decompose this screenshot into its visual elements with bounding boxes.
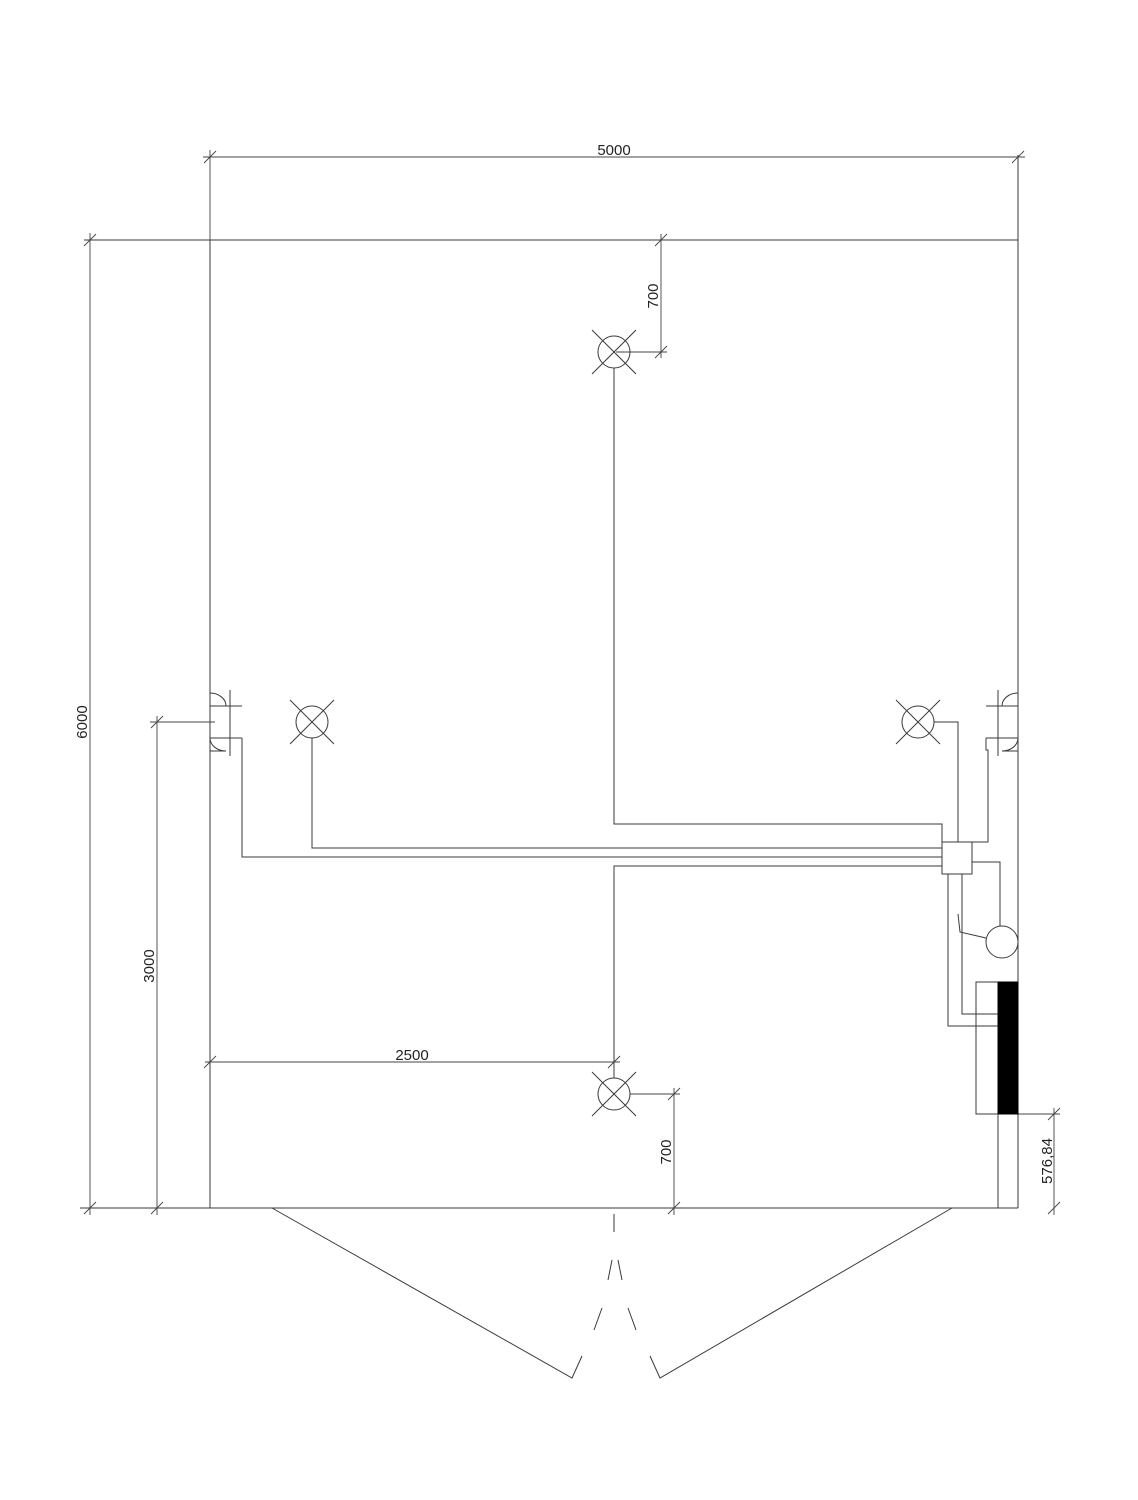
dimension-door-offset-label: 576,84: [1039, 1138, 1056, 1184]
dimension-top-light-label: 700: [645, 283, 662, 308]
double-socket-icon: [209, 690, 242, 756]
wiring: [241, 368, 1001, 1078]
double-socket-icon: [986, 690, 1019, 756]
electrical-panel-icon: [975, 981, 1019, 1115]
ceiling-light-icon: [591, 1071, 637, 1117]
dimension-height: 6000: [74, 233, 97, 1215]
dimension-bottom-light-x: 2500: [203, 1047, 621, 1069]
ceiling-light-icon: [289, 699, 335, 745]
dimension-bottom-light-label: 700: [658, 1139, 675, 1164]
dimension-socket-height-label: 3000: [141, 949, 158, 982]
door-swing: [271, 1207, 953, 1379]
dimension-door-offset: 576,84: [1012, 1107, 1061, 1215]
dimension-top-light: 700: [616, 233, 668, 359]
switch-icon: [957, 913, 1019, 959]
ceiling-light-icon: [895, 699, 941, 745]
dimension-width: 5000: [203, 142, 1025, 240]
dimension-bottom-light-x-label: 2500: [395, 1047, 428, 1064]
dimension-bottom-light: 700: [630, 1087, 681, 1215]
dimension-socket-height: 3000: [141, 715, 215, 1215]
dimension-width-label: 5000: [597, 142, 630, 159]
room-walls: [80, 155, 1019, 1209]
junction-box-icon: [941, 841, 973, 875]
dimension-height-label: 6000: [74, 705, 91, 738]
